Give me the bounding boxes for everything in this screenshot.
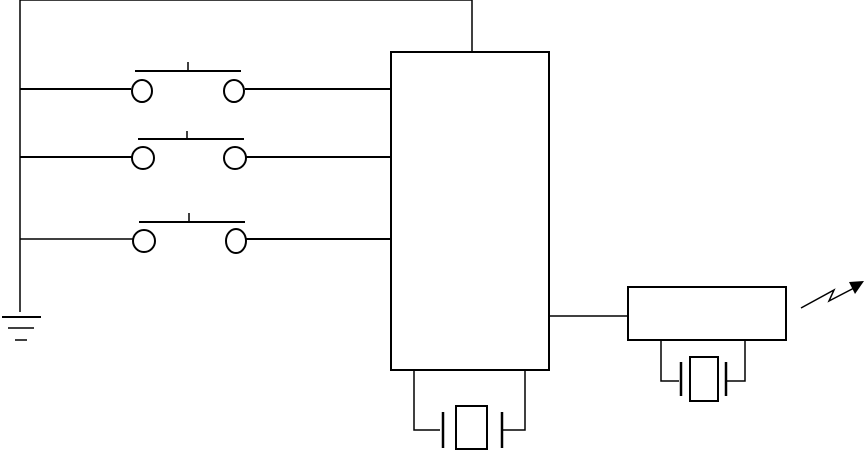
ground-symbol [2, 317, 41, 340]
radio-signal-zigzag [801, 287, 856, 308]
push-button-switch-2 [20, 131, 391, 169]
switch-3-contact-right [226, 229, 246, 253]
switch-1-contact-right [224, 80, 244, 102]
controller-block [391, 52, 549, 370]
controller-crystal-lead-right [503, 371, 525, 430]
radio-signal-arrow-icon [801, 281, 864, 308]
controller-crystal-oscillator [414, 371, 525, 449]
transmitter-crystal-lead-right [727, 341, 745, 381]
switch-1-contact-left [132, 80, 152, 102]
transmitter-crystal-oscillator [661, 341, 745, 401]
push-button-switch-3 [20, 213, 391, 253]
transmitter-crystal-body [690, 357, 718, 401]
transmitter-crystal-lead-left [661, 341, 679, 381]
switch-3-contact-left [133, 230, 155, 252]
controller-crystal-body [456, 406, 487, 449]
radio-signal-arrowhead [849, 281, 864, 294]
transmitter-block [628, 287, 786, 340]
push-button-switch-1 [20, 62, 391, 102]
switch-2-contact-left [132, 147, 154, 169]
controller-crystal-lead-left [414, 371, 440, 430]
switch-2-contact-right [224, 147, 246, 169]
